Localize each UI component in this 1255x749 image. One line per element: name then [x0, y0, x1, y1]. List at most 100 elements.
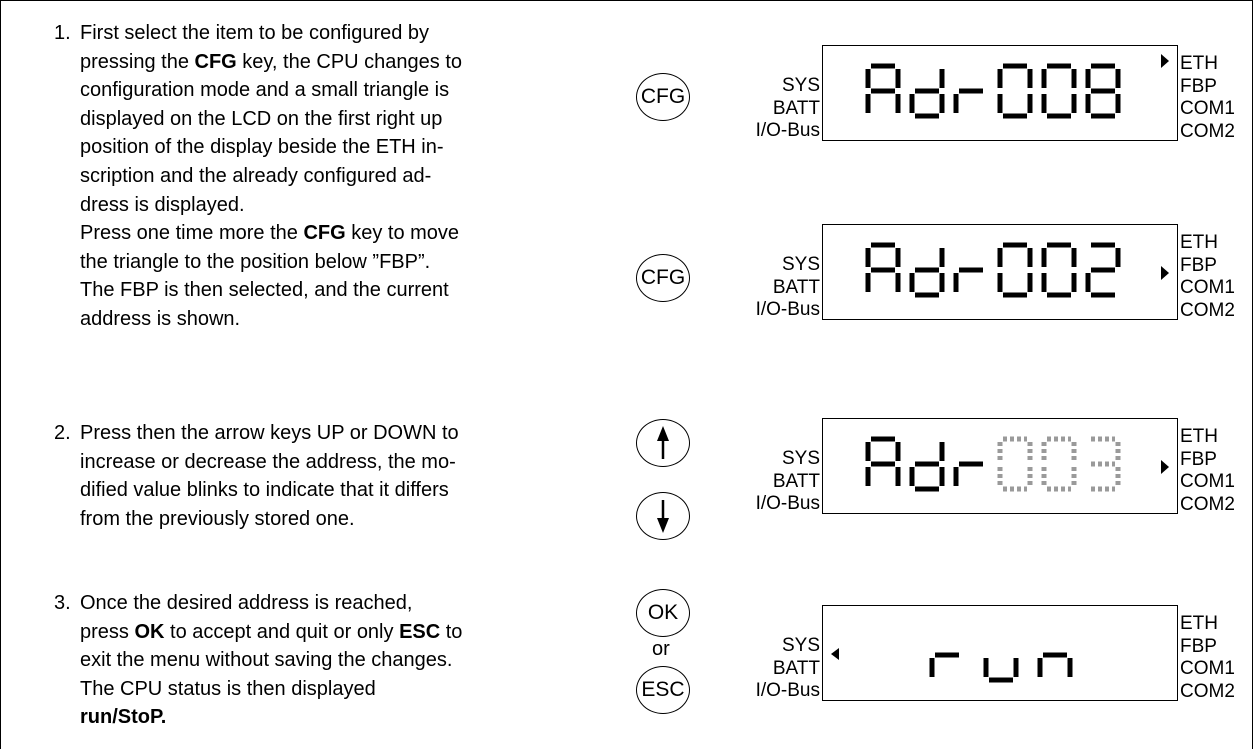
step-line: The FBP is then selected, and the curren…	[80, 276, 640, 305]
lcd-digit-1	[909, 248, 945, 298]
text-run: key, the CPU changes to	[236, 50, 463, 73]
lcd-left-label: BATT	[772, 657, 820, 679]
step-number: 1.	[54, 22, 71, 44]
lcd-left-label: I/O-Bus	[755, 680, 820, 701]
lcd-digit-5	[1091, 436, 1121, 492]
text-run: to	[440, 620, 463, 643]
lcd-right-label: COM2	[1180, 299, 1235, 321]
lcd-right-label: FBP	[1180, 75, 1217, 97]
arrow-up-key[interactable]	[636, 419, 690, 467]
lcd-digit-0	[865, 63, 901, 113]
lcd-right-label: COM1	[1180, 277, 1235, 298]
lcd-right-label: FBP	[1180, 254, 1217, 276]
lcd-digit-0	[929, 652, 959, 677]
step-line: the triangle to the position below ”FBP”…	[80, 248, 640, 277]
arrow-down-key[interactable]	[636, 492, 690, 540]
step-text: First select the item to be configured b…	[80, 19, 640, 334]
esc-key[interactable]: ESC	[636, 666, 690, 714]
lcd-left-label: SYS	[781, 448, 820, 469]
arrow-down-icon	[657, 500, 669, 533]
text-run: dress is displayed.	[80, 193, 245, 216]
step-text: Press then the arrow keys UP or DOWN to i…	[80, 419, 640, 533]
bold-term: OK	[134, 620, 165, 643]
step-line: First select the item to be configured b…	[80, 19, 640, 48]
step-line: position of the display beside the ETH i…	[80, 133, 640, 162]
lcd-left-label: BATT	[772, 97, 820, 119]
lcd-right-label: FBP	[1180, 448, 1217, 470]
lcd-right-label: COM2	[1180, 120, 1235, 142]
step-text: Once the desired address is reached,pres…	[80, 589, 640, 732]
ok-key[interactable]: OK	[636, 589, 690, 637]
lcd-right-label: ETH	[1180, 232, 1218, 253]
step-line: increase or decrease the address, the mo…	[80, 448, 640, 477]
lcd-right-label: COM2	[1180, 493, 1235, 515]
text-run: Press one time more the	[80, 222, 304, 245]
step-line: press OK to accept and quit or only ESC …	[80, 618, 640, 647]
text-run: address is shown.	[80, 307, 241, 330]
lcd-left-label: SYS	[781, 635, 820, 656]
step-line: The CPU status is then displayed	[80, 675, 640, 704]
step-line: pressing the CFG key, the CPU changes to	[80, 48, 640, 77]
step-line: run/StoP.	[80, 703, 640, 732]
cfg-key[interactable]: CFG	[636, 254, 690, 302]
text-run: the triangle to the position below ”FBP”…	[80, 250, 431, 273]
lcd-right-label: COM1	[1180, 658, 1235, 679]
step-line: configuration mode and a small triangle …	[80, 76, 640, 105]
step-number: 3.	[54, 592, 71, 614]
bold-term: CFG	[194, 50, 237, 73]
lcd-display	[865, 242, 1169, 298]
lcd-right-label: ETH	[1180, 613, 1218, 634]
lcd-screen	[822, 45, 1178, 141]
text-run: Press then the arrow keys UP or DOWN to	[80, 422, 459, 444]
lcd-left-label: SYS	[781, 75, 820, 96]
step-line: displayed on the LCD on the first right …	[80, 105, 640, 134]
lcd-digit-1	[909, 442, 945, 492]
lcd-digit-1	[909, 69, 945, 119]
lcd-left-label: BATT	[772, 470, 820, 492]
text-run: configuration mode and a small triangle …	[80, 79, 450, 102]
lcd-digit-3	[997, 436, 1033, 492]
triangle-marker-icon	[831, 648, 839, 660]
step-line: Press one time more the CFG key to move	[80, 219, 640, 248]
text-run: position of the display beside the ETH i…	[80, 136, 444, 159]
text-run: The FBP is then selected, and the curren…	[80, 279, 449, 302]
lcd-digit-0	[865, 242, 901, 292]
text-run: exit the menu without saving the changes…	[80, 649, 453, 672]
lcd-digit-1	[983, 658, 1019, 683]
text-run: pressing the	[80, 50, 195, 73]
lcd-display	[831, 648, 1073, 683]
lcd-right-label: COM2	[1180, 680, 1235, 702]
bold-term: ESC	[399, 620, 441, 643]
cfg-key[interactable]: CFG	[636, 73, 690, 121]
lcd-digit-3	[997, 63, 1033, 119]
step-line: dified value blinks to indicate that it …	[80, 476, 640, 505]
text-run: key to move	[345, 222, 460, 245]
step-line: from the previously stored one.	[80, 505, 640, 534]
text-run: press	[80, 620, 135, 643]
lcd-digit-2	[953, 461, 983, 486]
lcd-screen	[822, 605, 1178, 701]
lcd-right-label: ETH	[1180, 426, 1218, 447]
lcd-digit-4	[1041, 242, 1077, 298]
triangle-marker-icon	[1161, 266, 1169, 280]
text-run: First select the item to be configured b…	[80, 22, 430, 44]
lcd-right-label: ETH	[1180, 53, 1218, 74]
or-label: or	[652, 638, 670, 660]
lcd-digit-4	[1041, 63, 1077, 119]
step-line: scription and the already configured ad-	[80, 162, 640, 191]
arrow-up-icon	[657, 426, 669, 459]
triangle-marker-icon	[1161, 54, 1169, 68]
bold-term: run/StoP.	[80, 706, 167, 729]
